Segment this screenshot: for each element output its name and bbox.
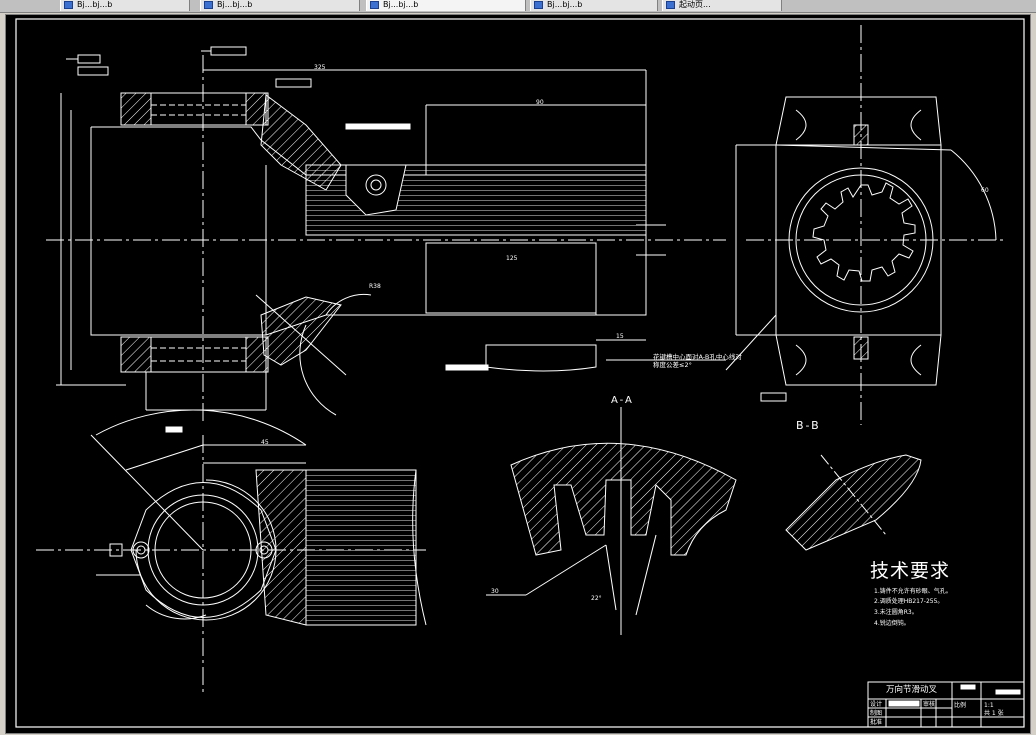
title-block-frame	[867, 681, 1025, 728]
symmetry-note: 花键槽中心面对A-B孔中心线对称度公差≤2°	[653, 353, 742, 369]
document-tab[interactable]: Bj...bj...b	[60, 0, 190, 11]
tab-label: Bj...bj...b	[217, 0, 253, 9]
tab-label: Bj...bj...b	[77, 0, 113, 9]
sheet-count: 共 1 张	[984, 710, 1004, 717]
drawing-file-icon	[534, 1, 543, 9]
drawing-geometry	[15, 18, 1025, 728]
section-aa	[486, 407, 737, 635]
part-name: 万向节滑动叉	[886, 685, 938, 695]
start-page-tab[interactable]: 起动页...	[662, 0, 782, 11]
tab-label: Bj...bj...b	[383, 0, 419, 9]
scale-label: 比例	[954, 702, 967, 709]
bottom-left-view	[36, 409, 427, 695]
dim-15: 15	[616, 333, 624, 340]
dim-325: 325	[314, 64, 326, 71]
main-front-view	[46, 46, 726, 425]
document-tab[interactable]: Bj...bj...b	[200, 0, 360, 11]
tech-item: 4.锐边倒钝。	[874, 620, 910, 627]
right-side-view	[725, 25, 1006, 425]
dim-60: 60	[981, 187, 989, 194]
tab-label: 起动页...	[679, 0, 711, 9]
cad-drawing-canvas[interactable]: A-A B-B 325 90 125 15 45 60 30 R38 22° 花…	[5, 14, 1031, 734]
designer-label: 设计	[870, 701, 883, 708]
document-tab-bar: Bj...bj...b Bj...bj...b Bj...bj...b Bj..…	[0, 0, 1036, 13]
drawing-file-icon	[204, 1, 213, 9]
dim-30: 30	[491, 588, 499, 595]
approver-label: 批准	[870, 719, 883, 726]
dim-90: 90	[536, 99, 544, 106]
section-bb	[785, 454, 922, 551]
section-aa-label: A-A	[611, 395, 634, 406]
dim-22deg: 22°	[591, 595, 602, 602]
checker-label: 审核	[923, 701, 936, 708]
tech-item: 1.铸件不允许有砂眼、气孔。	[874, 588, 952, 595]
dim-r38: R38	[369, 283, 381, 290]
document-tab[interactable]: Bj...bj...b	[530, 0, 658, 11]
tech-requirements-title: 技术要求	[870, 560, 951, 582]
scale-value: 1:1	[984, 702, 994, 709]
dim-45: 45	[261, 439, 269, 446]
section-bb-label: B-B	[796, 419, 821, 432]
drawing-file-icon	[64, 1, 73, 9]
dim-125: 125	[506, 255, 518, 262]
start-page-icon	[666, 1, 675, 9]
document-tab[interactable]: Bj...bj...b	[366, 0, 526, 11]
tab-label: Bj...bj...b	[547, 0, 583, 9]
drawing-file-icon	[370, 1, 379, 9]
tech-item: 2.调质处理HB217-255。	[874, 598, 944, 605]
tech-item: 3.未注圆角R3。	[874, 609, 918, 616]
draftsman-label: 制图	[870, 710, 883, 717]
